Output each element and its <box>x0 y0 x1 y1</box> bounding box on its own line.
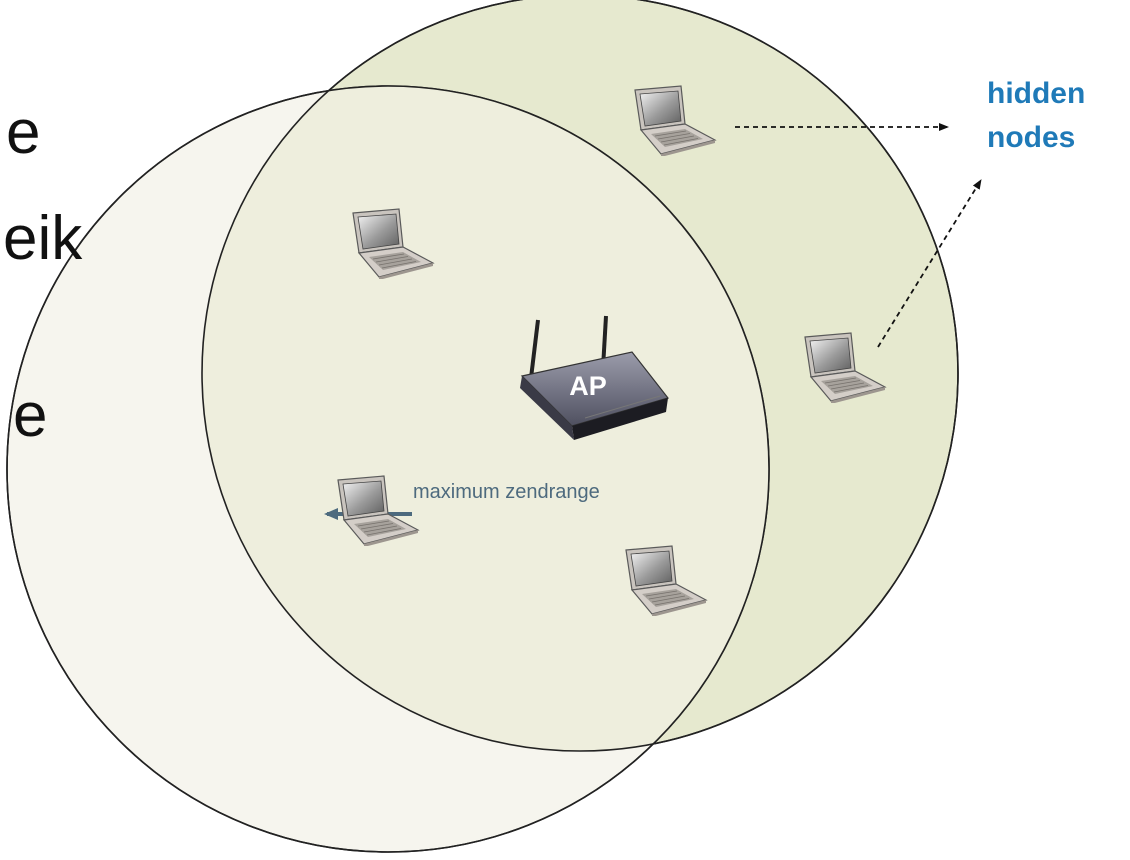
ap-coverage-outline <box>6 85 770 853</box>
access-point-label: AP <box>569 371 607 401</box>
hidden-nodes-coverage-outline <box>201 0 959 752</box>
hidden-node-arrow-right <box>877 179 982 348</box>
hidden-nodes-label-line2: nodes <box>987 121 1075 154</box>
hidden-nodes-label-line1: hidden <box>987 77 1085 110</box>
coverage-overlap-region <box>202 86 769 751</box>
range-label: maximum zendrange <box>413 481 600 503</box>
wireless-router-icon <box>520 315 670 440</box>
